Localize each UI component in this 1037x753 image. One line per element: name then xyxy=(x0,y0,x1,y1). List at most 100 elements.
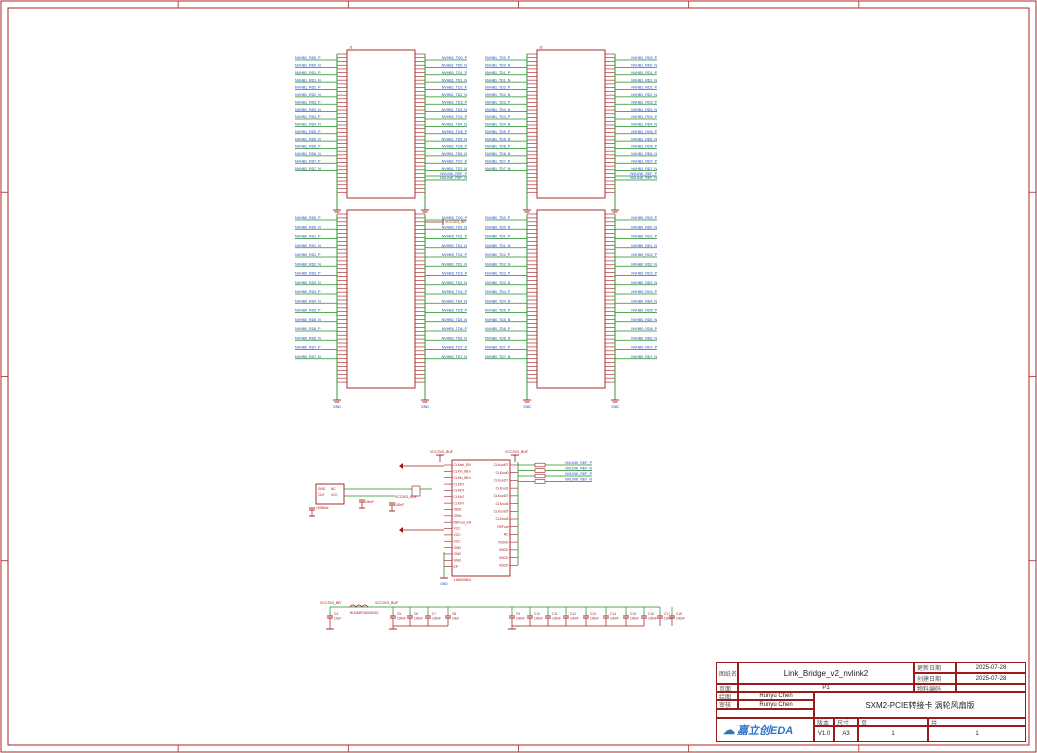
cap-designator: C9 xyxy=(516,612,520,616)
net-label: NVHB0_TD2_N xyxy=(485,262,511,266)
net-label: NVHB1_RD4_N xyxy=(631,123,657,127)
net-label: NVHB1_TD4_N xyxy=(485,123,511,127)
designator: J2 xyxy=(539,46,543,50)
sheet-total: 1 xyxy=(928,726,1026,742)
net-label: NVHB0_TD7_N xyxy=(485,355,511,359)
net-label: NVHB0_TD4_N xyxy=(485,299,511,303)
connector-top-right: NVHB1_TD0_PNVHB1_RD0_PNVHB1_TD0_NNVHB1_R… xyxy=(485,46,658,213)
net-label: NVHB1_TD1_P xyxy=(485,71,511,75)
net-label: NVHB0_RD2_P xyxy=(295,253,321,257)
ic-pin-label: CLKout3T xyxy=(494,509,509,513)
ic-pin-label: REFout xyxy=(497,525,508,529)
net-label: NVHB0_TD1_N xyxy=(485,244,511,248)
net-label: NVHB1_TD7_N xyxy=(442,167,468,171)
net-label: NVHB1_RD5_P xyxy=(295,130,321,134)
net-label: NVLINK_REF_N xyxy=(565,467,592,471)
cap-value: 10uF xyxy=(452,617,459,621)
net-label: NVHB0_RD2_N xyxy=(295,262,321,266)
size-value: A3 xyxy=(834,726,858,742)
sheet-number-label: 页 xyxy=(858,718,928,726)
ic-pin-label: CLKout0 xyxy=(496,471,509,475)
net-label: NVHB1_RD7_N xyxy=(631,167,657,171)
net-label: NVHB0_RD7_N xyxy=(631,355,657,359)
update-date-label: 更新日期 xyxy=(914,662,956,673)
cap-designator: C4 xyxy=(334,612,338,616)
ic-pin-label: VCC xyxy=(454,527,462,531)
net-label: NVLINK_REF_N xyxy=(630,176,657,180)
power-label: VCC3V3_BUF xyxy=(375,601,399,605)
net-label: NVHB1_RD1_N xyxy=(295,78,321,82)
net-label: NVHB0_RD1_N xyxy=(295,244,321,248)
net-label: NVHB0_RD3_P xyxy=(631,272,657,276)
net-label: NVHB1_TD1_N xyxy=(485,78,511,82)
net-label: NVHB1_TD3_N xyxy=(442,108,468,112)
net-label: NVHB0_TD5_N xyxy=(485,318,511,322)
cap-designator: C6 xyxy=(414,612,418,616)
net-label: NVHB1_RD6_N xyxy=(631,152,657,156)
net-label: NVHB1_TD6_P xyxy=(442,145,468,149)
gnd-label: GND xyxy=(611,405,619,409)
net-label: NVHB0_RD6_P xyxy=(295,327,321,331)
ic-pin-label: GND xyxy=(454,552,462,556)
ic-pin-label: VDDO xyxy=(499,556,509,560)
net-label: NVHB0_TD5_P xyxy=(442,309,468,313)
net-label: NVHB1_RD5_P xyxy=(631,130,657,134)
net-label: NVHB0_TD1_N xyxy=(442,244,468,248)
net-label: NVHB1_RD0_N xyxy=(295,64,321,68)
net-label: NVHB1_TD0_P xyxy=(442,56,468,60)
ic-pin-label: CLKout1T xyxy=(494,479,509,483)
net-label: NVHB0_TD0_N xyxy=(485,225,511,229)
net-label: NVHB1_TD1_N xyxy=(442,78,468,82)
net-label: NVHB1_TD5_P xyxy=(442,130,468,134)
net-label: NVHB1_TD6_N xyxy=(442,152,468,156)
ic-pin-label: CLKout2T xyxy=(494,494,509,498)
series-resistor xyxy=(535,474,545,478)
net-label: NVHB1_RD7_P xyxy=(631,159,657,163)
title-block: 图纸名称 Link_Bridge_v2_nvlink2 更新日期 2025-07… xyxy=(716,662,1026,742)
cap-designator: C13 xyxy=(590,612,596,616)
net-label: NVHB0_TD5_P xyxy=(485,309,511,313)
connector-top-left: NVHB1_RD0_PNVHB1_TD0_PNVHB1_RD0_NNVHB1_T… xyxy=(295,46,468,213)
net-label: NVHB0_RD0_P xyxy=(631,216,657,220)
net-label: NVHB1_TD2_P xyxy=(442,86,468,90)
cap-designator: C17 xyxy=(664,612,670,616)
net-label: NVHB0_RD4_N xyxy=(295,299,321,303)
net-label: NVHB1_RD7_P xyxy=(295,159,321,163)
ic-pin-label: VCC xyxy=(454,533,462,537)
ic-pin-label: VDDIO xyxy=(498,540,509,544)
net-label: NVHB1_RD6_P xyxy=(295,145,321,149)
net-label: NVHB1_RD3_N xyxy=(295,108,321,112)
gnd-label: GND xyxy=(333,405,341,409)
eda-logo: ☁嘉立创EDA xyxy=(716,718,814,742)
ic-pin-label: CLKsel_EN xyxy=(454,463,472,467)
osc-pin-label: GND xyxy=(318,487,326,491)
cap-designator: C7 xyxy=(432,612,436,616)
net-label: NVHB0_TD4_P xyxy=(485,290,511,294)
drawing-name: Link_Bridge_v2_nvlink2 xyxy=(738,662,914,684)
net-label: NVHB1_RD5_N xyxy=(631,137,657,141)
cap-value: 100nF xyxy=(397,617,406,621)
net-label: NVHB0_TD5_N xyxy=(442,318,468,322)
net-label: NVHB0_RD0_N xyxy=(631,225,657,229)
cap-value: 100nF xyxy=(365,500,374,504)
ic-pin-label: GND xyxy=(454,558,462,562)
net-label: NVHB0_TD6_N xyxy=(485,336,511,340)
net-label: NVHB0_TD2_P xyxy=(442,253,468,257)
net-label: NVHB1_RD2_P xyxy=(631,86,657,90)
osc-pin-label: VCC xyxy=(331,493,338,497)
net-label: NVHB1_RD6_P xyxy=(631,145,657,149)
cap-value: 100nF xyxy=(630,617,639,621)
connector-bottom-left: GNDGNDNVHB0_RD0_PNVHB0_TD0_PNVHB0_RD0_NN… xyxy=(295,210,468,409)
version-value: V1.0 xyxy=(814,726,834,742)
gnd-label: GND xyxy=(523,405,531,409)
ic-pin-label: CLKin7 xyxy=(454,501,465,505)
net-label: NVLINK_REF_P xyxy=(565,461,592,465)
ic-pin-label: CLKout3 xyxy=(496,517,509,521)
connector-body xyxy=(537,210,605,388)
net-label: NVHB1_TD7_P xyxy=(442,159,468,163)
ic-pin-label: CLKout0T xyxy=(494,463,509,467)
net-label: NVHB1_RD2_N xyxy=(631,93,657,97)
osc-part-label: 100MHz xyxy=(316,506,329,510)
net-label: NVHB1_RD4_N xyxy=(295,123,321,127)
cap-value: 100nF xyxy=(590,617,599,621)
